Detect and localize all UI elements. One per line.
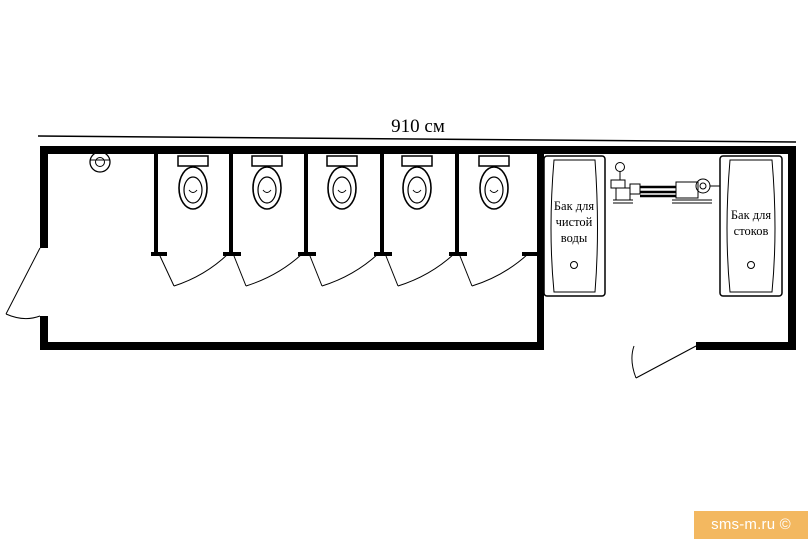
entrance-door: [5, 247, 41, 320]
wash-basin: [89, 151, 111, 173]
pressure-gauge-icon: [615, 162, 625, 172]
stall-door-4: [385, 255, 399, 287]
stall-door-5: [459, 255, 473, 287]
stall-partitions: [151, 154, 537, 256]
dimension-line: [37, 135, 797, 143]
toilet-2: [251, 155, 283, 210]
pump-motor-icon: [675, 181, 699, 199]
toilet-3: [326, 155, 358, 210]
waste-tank-label-2: стоков: [734, 224, 769, 238]
stall-door-3: [309, 255, 323, 287]
toilets: [177, 155, 510, 210]
watermark: sms-m.ru ©: [694, 511, 808, 539]
stall-door-1: [159, 255, 175, 287]
pump-assembly: [610, 162, 720, 204]
clean-water-tank-label-1: Бак для: [554, 199, 595, 213]
toilet-5: [478, 155, 510, 210]
clean-water-tank-label-3: воды: [561, 231, 588, 245]
pipes: [640, 185, 676, 198]
outer-walls: [40, 146, 796, 350]
clean-water-tank-label-2: чистой: [556, 215, 593, 229]
waste-tank-label-1: Бак для: [731, 208, 772, 222]
stall-door-2: [233, 255, 247, 287]
toilet-4: [401, 155, 433, 210]
dimension-label: 910 см: [391, 116, 445, 137]
waste-tank: [719, 155, 783, 297]
toilet-1: [177, 155, 209, 210]
stall-doors: [159, 253, 529, 287]
tech-room-door: [631, 345, 697, 379]
clean-water-tank: [543, 155, 606, 297]
